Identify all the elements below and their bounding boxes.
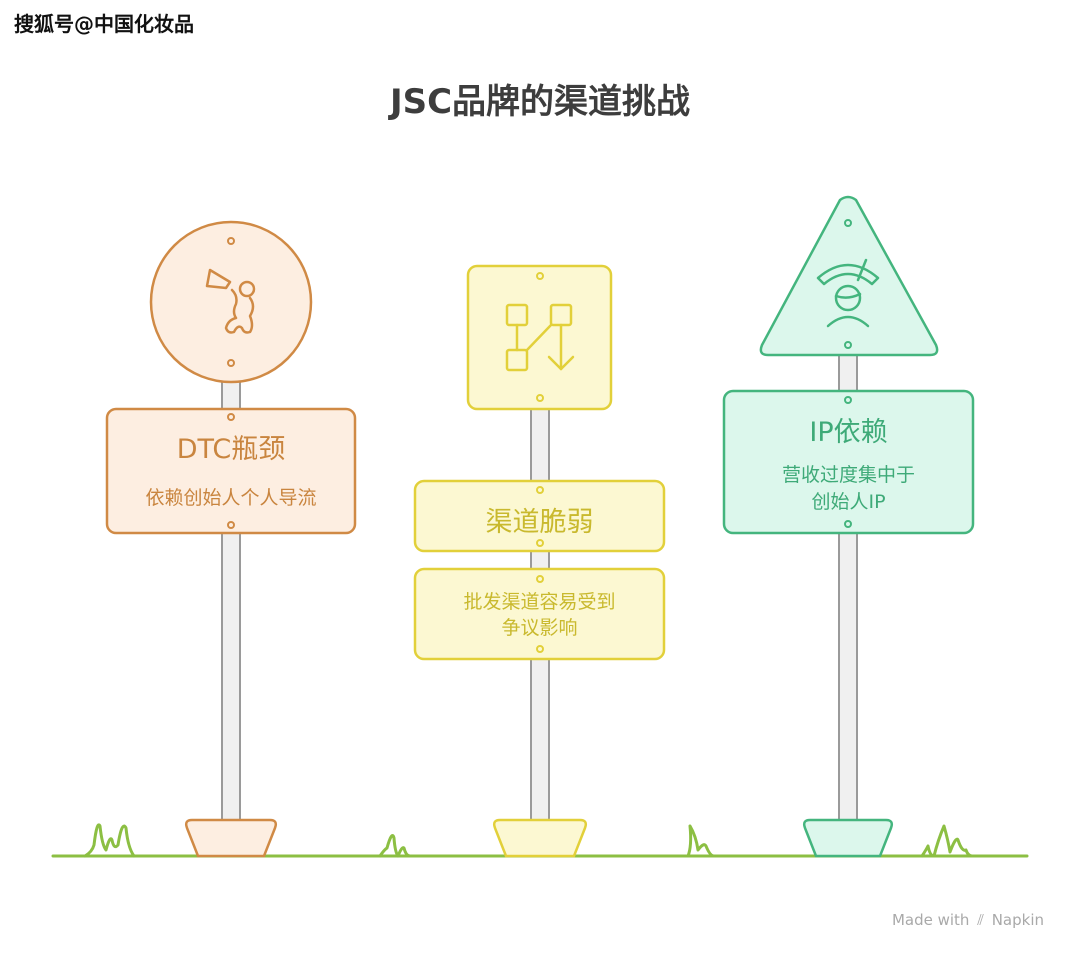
made-with-label: Made with — [891, 911, 970, 929]
signpost-channel — [413, 264, 666, 858]
megaphone-person-icon — [205, 268, 256, 334]
watermark: 搜狐号@中国化妆品 — [14, 12, 194, 36]
made-with-napkin-credit: Made with ⫽ Napkin — [892, 911, 1044, 929]
flowchart-arrow-icon — [505, 303, 575, 372]
napkin-logo-icon: ⫽ — [977, 911, 984, 929]
channel-description-line1: 批发渠道容易受到 — [463, 591, 616, 613]
dtc-description: 依赖创始人个人导流 — [145, 487, 317, 509]
channel-heading: 渠道脆弱 — [485, 507, 594, 538]
ip-description-line2: 创始人IP — [811, 491, 886, 513]
signpost-ip — [722, 195, 975, 858]
signpost-dtc — [105, 220, 357, 858]
ip-description-line1: 营收过度集中于 — [781, 464, 915, 486]
channel-description-line2: 争议影响 — [501, 617, 578, 639]
napkin-brand-label: Napkin — [991, 911, 1044, 929]
page-title: JSC品牌的渠道挑战 — [389, 82, 691, 122]
dtc-heading: DTC瓶颈 — [176, 434, 286, 465]
ip-heading: IP依赖 — [809, 417, 888, 448]
signal-person-icon — [816, 258, 880, 328]
